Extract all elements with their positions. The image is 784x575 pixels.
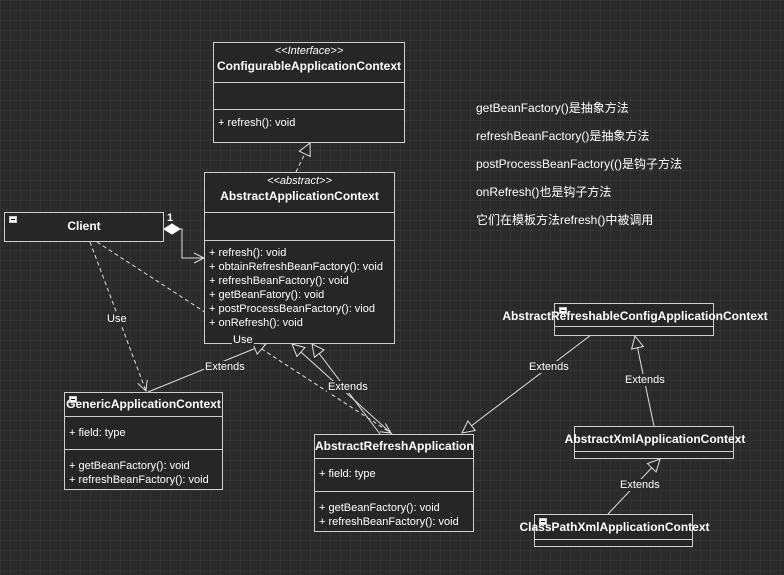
method-item: + getBeanFactory(): void [319,502,440,514]
class-name: GenericApplicationContext [66,397,221,411]
note-line: 它们在模板方法refresh()中被调用 [476,213,654,227]
extends-label: Extends [327,381,369,393]
note-line: refreshBeanFactory()是抽象方法 [476,129,650,143]
composition-client-to-abstract [164,229,204,258]
field-section: + field: type [315,458,473,491]
class-classpath-xml-application-context[interactable]: ClassPathXmlApplicationContext [519,514,710,547]
method-item: + getBeanFactory(): void [69,460,190,472]
field-section: + field: type [65,416,222,449]
stereotype-abstract: <<abstract>> [267,175,332,187]
field-section [205,212,394,240]
collapse-icon[interactable] [9,216,17,223]
method-section: + refresh(): void + obtainRefreshBeanFac… [205,240,394,330]
note-line: onRefresh()也是钩子方法 [476,185,612,199]
class-divider [554,326,714,327]
extends-label: Extends [619,479,661,491]
field-item: + field: type [319,468,376,480]
class-client[interactable]: Client [4,212,164,242]
class-abstract-refreshable-config-application-context[interactable]: AbstractRefreshableConfigApplicationCont… [502,303,768,336]
class-abstract-refresh-application-context[interactable]: AbstractRefreshApplicationContext + fiel… [314,434,474,532]
extends-label: Extends [204,361,246,373]
method-item: + onRefresh(): void [209,317,303,329]
extends-label: Extends [624,374,666,386]
method-item: + postProcessBeanFactory(): viod [209,303,375,315]
class-name: ClassPathXmlApplicationContext [519,520,710,534]
class-abstract-xml-application-context[interactable]: AbstractXmlApplicationContext [565,426,745,459]
method-item: + refresh(): void [218,117,296,129]
class-configurable-application-context[interactable]: <<Interface>> ConfigurableApplicationCon… [213,42,405,143]
note-line: postProcessBeanFactory(()是钩子方法 [476,157,683,171]
class-name: AbstractRefreshableConfigApplicationCont… [502,309,768,323]
extends-label: Extends [528,361,570,373]
note-line: getBeanFactory()是抽象方法 [476,101,629,115]
stereotype-interface: <<Interface>> [274,45,344,57]
collapse-icon[interactable] [69,396,77,403]
method-item: + refreshBeanFactory(): void [319,516,459,528]
class-divider [534,539,693,540]
method-item: + refresh(): void [209,247,287,259]
method-item: + refreshBeanFactory(): void [209,275,349,287]
class-name: AbstractApplicationContext [220,189,379,203]
class-name: AbstractXmlApplicationContext [564,432,746,446]
method-section: + getBeanFactory(): void + refreshBeanFa… [315,491,473,529]
field-section [214,82,404,109]
class-abstract-application-context[interactable]: <<abstract>> AbstractApplicationContext … [204,172,395,344]
class-name: ConfigurableApplicationContext [217,59,401,73]
class-name: Client [67,219,101,233]
class-divider [574,451,734,452]
collapse-icon[interactable] [559,307,567,314]
method-section: + refresh(): void [214,109,404,130]
class-generic-application-context[interactable]: GenericApplicationContext + field: type … [64,392,223,490]
use-label: Use [106,313,128,325]
multiplicity-label: 1 [167,212,174,224]
field-item: + field: type [69,427,126,439]
method-section: + getBeanFactory(): void + refreshBeanFa… [65,449,222,487]
method-item: + refreshBeanFactory(): void [69,474,209,486]
use-label: Use [232,334,254,346]
class-divider [554,335,714,336]
method-item: + getBeanFatory(): void [209,289,325,301]
realization-abstract-to-interface [295,143,310,173]
method-item: + obtainRefreshBeanFactory(): void [209,261,383,273]
class-name: AbstractRefreshApplicationContext [315,439,474,453]
collapse-icon[interactable] [539,518,547,525]
